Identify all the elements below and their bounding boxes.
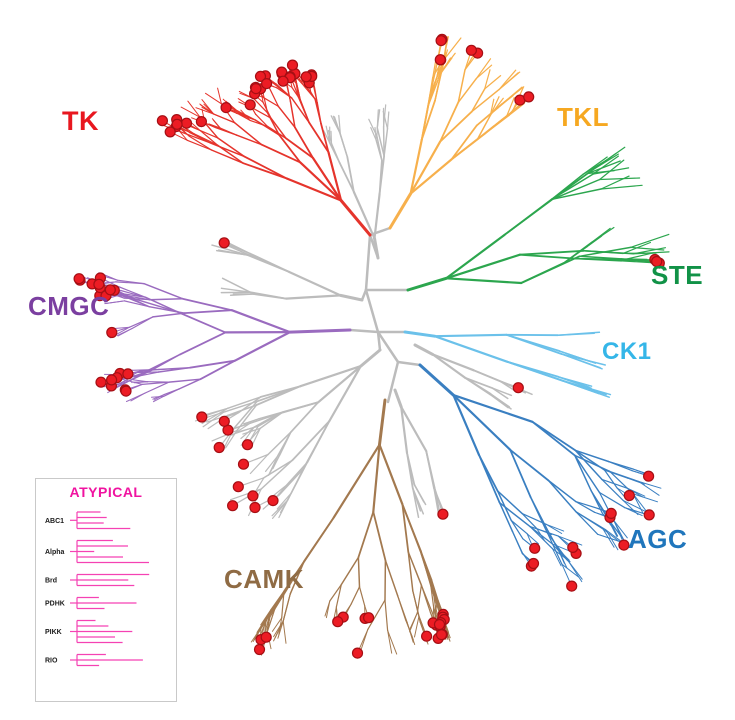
kinase-marker: [195, 115, 207, 128]
atypical-title: ATYPICAL: [69, 484, 143, 500]
clade-label-tk: TK: [62, 106, 99, 136]
kinase-marker: [218, 237, 230, 249]
kinase-marker: [267, 495, 279, 507]
atypical-family-label: PIKK: [45, 629, 62, 636]
kinase-marker: [261, 77, 273, 90]
kinase-marker: [250, 82, 262, 95]
kinase-marker: [433, 618, 446, 631]
kinase-marker: [435, 628, 448, 641]
kinase-marker: [227, 500, 239, 512]
kinase-marker: [156, 115, 168, 127]
atypical-family-label: PDHK: [45, 601, 65, 608]
kinase-marker: [120, 385, 132, 397]
kinase-marker: [218, 415, 230, 427]
kinase-marker: [623, 489, 635, 502]
clade-tkl-branches: [388, 36, 531, 230]
clade-other-bottom-branches: [393, 388, 447, 519]
clade-label-camk: CAMK: [224, 564, 304, 594]
kinase-marker: [465, 44, 477, 56]
kinase-markers: [73, 33, 665, 659]
atypical-family-tree: Alpha: [45, 539, 149, 564]
kinase-marker: [93, 278, 105, 290]
kinase-marker: [651, 255, 663, 268]
clade-label-tkl: TKL: [557, 102, 610, 132]
kinase-marker: [260, 631, 272, 643]
clade-agc-branches: [418, 363, 662, 587]
atypical-family-tree: PDHK: [45, 596, 137, 610]
kinase-marker: [351, 647, 364, 659]
kinase-marker: [196, 411, 208, 423]
kinase-marker: [220, 101, 232, 114]
clade-camk-branches: [250, 398, 451, 656]
kinase-marker: [567, 541, 579, 554]
clade-tk-branches: [161, 64, 372, 237]
kinase-marker: [164, 126, 176, 138]
kinase-marker: [171, 118, 183, 130]
clade-other-right-branches: [413, 343, 533, 410]
atypical-family-tree: Brd: [45, 573, 150, 587]
kinase-marker: [122, 368, 134, 380]
kinase-marker: [247, 490, 259, 502]
clade-label-ck1: CK1: [602, 338, 652, 365]
atypical-family-label: Alpha: [45, 549, 65, 556]
kinase-marker: [95, 376, 107, 388]
clade-other-lower-left-branches: [194, 348, 382, 520]
kinase-marker: [434, 54, 446, 66]
clade-other-top-branches: [323, 104, 390, 260]
kinase-marker: [437, 508, 449, 520]
clade-label-ste: STE: [651, 260, 704, 290]
atypical-family-label: ABC1: [45, 518, 64, 525]
kinase-marker: [618, 539, 630, 551]
kinase-marker: [244, 99, 256, 111]
kinase-marker: [512, 382, 524, 394]
kinase-marker: [286, 59, 299, 71]
tree-spine: [348, 226, 422, 404]
kinase-marker: [363, 612, 375, 624]
atypical-family-label: Brd: [45, 578, 57, 585]
kinase-marker: [435, 34, 447, 47]
kinase-marker: [643, 509, 655, 521]
kinase-marker: [605, 507, 617, 520]
kinase-marker: [523, 91, 535, 103]
kinase-marker: [300, 71, 312, 83]
atypical-family-tree: PIKK: [45, 619, 133, 644]
kinase-marker: [332, 616, 344, 628]
clade-ck1-branches: [403, 330, 612, 398]
clade-ste-branches: [406, 146, 670, 292]
kinase-marker: [253, 643, 266, 656]
kinase-marker: [277, 75, 289, 87]
atypical-family-label: RIO: [45, 658, 58, 665]
clade-cmgc-branches: [78, 272, 352, 403]
kinase-marker: [213, 441, 225, 454]
clade-other-left-branches: [211, 238, 364, 302]
kinase-marker: [106, 326, 118, 339]
kinase-marker: [421, 630, 433, 642]
kinase-marker: [241, 439, 254, 451]
atypical-family-tree: RIO: [45, 653, 143, 667]
kinase-marker: [527, 557, 540, 570]
kinase-marker: [73, 273, 85, 285]
kinase-marker: [529, 542, 541, 554]
clade-label-agc: AGC: [628, 524, 688, 554]
atypical-family-tree: ABC1: [45, 511, 131, 530]
kinase-marker: [232, 481, 244, 493]
kinase-marker: [180, 117, 193, 129]
kinase-marker: [254, 70, 267, 83]
kinase-marker: [105, 374, 118, 386]
kinase-marker: [237, 458, 250, 470]
kinase-marker: [566, 580, 578, 592]
kinase-marker: [104, 284, 116, 296]
clade-label-cmgc: CMGC: [28, 291, 110, 321]
kinase-marker: [249, 501, 261, 514]
kinase-marker: [642, 470, 655, 482]
